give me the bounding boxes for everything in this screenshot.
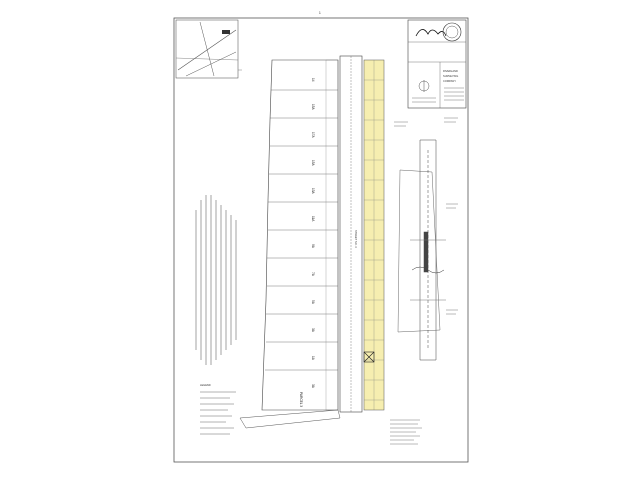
lot-label: 3A [311, 328, 315, 333]
surveyor-notes [390, 419, 422, 445]
lot-label: 13A [311, 188, 315, 195]
lot-strip-divisions [364, 60, 384, 410]
lot-label: 15A [311, 104, 315, 111]
bottom-road [239, 409, 341, 429]
lot-label: 14 [311, 78, 315, 82]
parcel-label: PARCEL 3 [299, 392, 303, 407]
site-marker [222, 30, 230, 34]
signature-text: John P. Jones [414, 37, 431, 41]
surveyor-seal [442, 22, 462, 42]
title-block-text-lines [412, 87, 464, 103]
street-label: STREET NO. 3 [354, 230, 358, 248]
subdivision-boundary [261, 59, 339, 411]
lot-label: 15A [311, 160, 315, 167]
lot-label: 3A [311, 384, 315, 389]
lot-label: 1A [311, 356, 315, 361]
company-line-1: RIVERLAND [443, 69, 458, 73]
lot-labels: 14 15A 17A 15A 13A 11A 9A 7A 5A 3A 1A 3A [311, 78, 315, 389]
surveyor-signature-image [415, 29, 447, 37]
lot-label: 5A [311, 300, 315, 305]
plat-drawing: STREET NO. 3 [239, 55, 385, 429]
legend-heading: LEGEND [200, 383, 211, 387]
sheet-number: 1 [319, 11, 321, 15]
title-block: John P. Jones RIVERLAND SURVEYING COMPAN… [407, 19, 467, 109]
dedication-notes [195, 195, 237, 365]
detail-annotations [394, 117, 458, 315]
removed-structure-x-marker [363, 351, 375, 363]
company-line-3: COMPANY [443, 79, 456, 83]
lot-label: 17A [311, 132, 315, 139]
sheet-border [173, 17, 469, 463]
legend: LEGEND [200, 383, 236, 435]
vicinity-map [175, 19, 239, 79]
lot-label: 11A [311, 216, 315, 222]
cross-section-detail [397, 139, 446, 361]
lot-lines [265, 89, 338, 371]
lot-label: 7A [311, 272, 315, 277]
company-line-2: SURVEYING [443, 74, 458, 78]
lot-label: 9A [311, 244, 315, 249]
